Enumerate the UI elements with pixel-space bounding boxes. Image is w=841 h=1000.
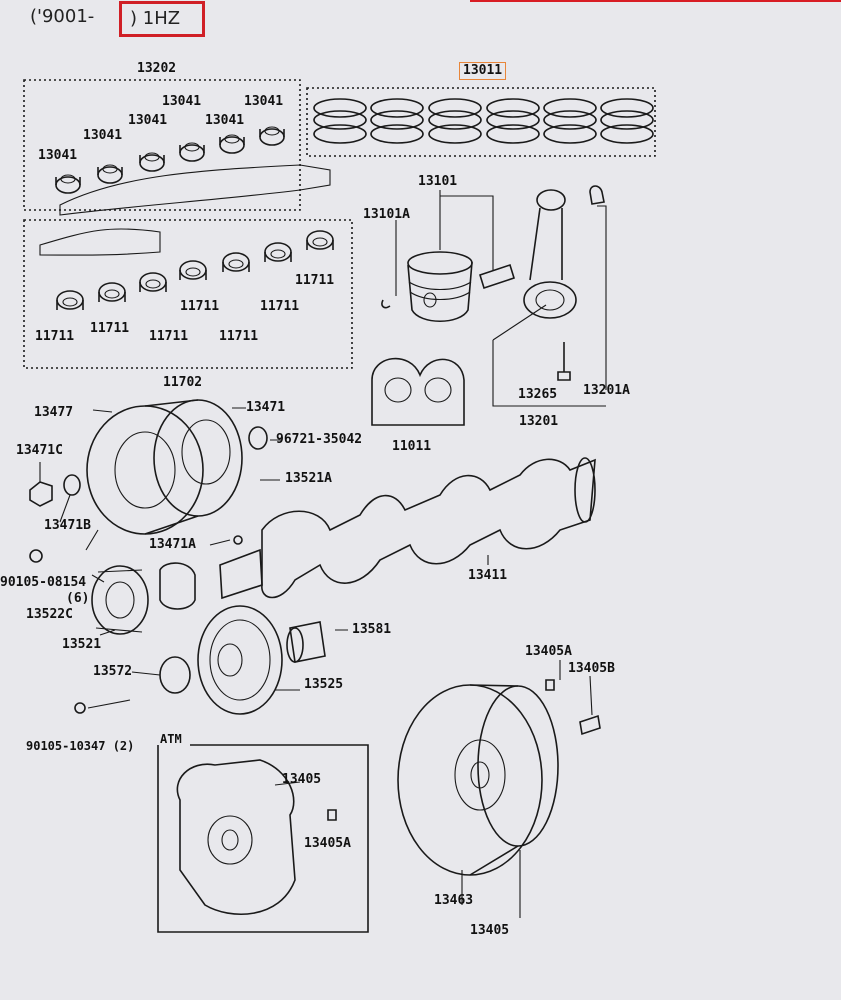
part-label-13101A: 13101A (363, 207, 410, 222)
crank-pulley-drawing (86, 399, 268, 535)
part-label-13202: 13202 (137, 61, 177, 76)
piston-rings (313, 98, 654, 144)
part-label-13041-c: 13041 (128, 113, 168, 128)
part-label-11711-f: 11711 (149, 329, 189, 344)
upper-bearings (55, 126, 285, 194)
part-label-13477: 13477 (34, 405, 74, 420)
part-label-13041-a: 13041 (162, 94, 202, 109)
flywheel-drawing (397, 679, 601, 876)
part-label-11711-c: 11711 (260, 299, 300, 314)
piston-pin (479, 263, 515, 290)
part-label-11011: 11011 (392, 439, 432, 454)
header-date-range: ('9001- (30, 6, 95, 27)
part-label-13101: 13101 (418, 174, 458, 189)
atm-box (157, 744, 369, 933)
part-label-11711-d: 11711 (90, 321, 130, 336)
part-label-13041-d: 13041 (205, 113, 245, 128)
connecting-rod-drawing (492, 185, 607, 407)
part-label-13405-flywheel: 13405 (470, 923, 510, 938)
part-label-11711-a: 11711 (295, 273, 335, 288)
part-label-13405A-atm: 13405A (304, 836, 351, 851)
part-label-11711-b: 11711 (180, 299, 220, 314)
part-label-96721-35042: 96721-35042 (276, 432, 363, 447)
lower-bearings (56, 230, 334, 310)
part-label-13041-b: 13041 (244, 94, 284, 109)
part-label-13471B: 13471B (44, 518, 91, 533)
piston-ring-set-box (306, 87, 656, 157)
part-label-90105-08154: 90105-08154 (0, 575, 87, 590)
part-label-11702: 11702 (163, 375, 203, 390)
crank-ghost-lower (39, 228, 161, 256)
part-label-13525: 13525 (304, 677, 344, 692)
thrust-washers-drawing (371, 357, 465, 426)
part-label-13201: 13201 (519, 414, 559, 429)
part-label-13405A-top: 13405A (525, 644, 572, 659)
part-label-13463: 13463 (434, 893, 474, 908)
part-label-13521: 13521 (62, 637, 102, 652)
part-label-qty-6: (6) (66, 591, 90, 606)
part-label-13405-atm: 13405 (282, 772, 322, 787)
lower-bearing-set-box (23, 219, 353, 369)
part-label-13522C: 13522C (26, 607, 73, 622)
timing-gears-drawing (91, 562, 326, 715)
label-atm: ATM (160, 732, 182, 746)
part-label-13471C: 13471C (16, 443, 63, 458)
part-label-13041-e: 13041 (83, 128, 123, 143)
piston-drawing (381, 190, 515, 322)
part-label-13521A: 13521A (285, 471, 332, 486)
upper-bearing-set-box (23, 79, 301, 211)
part-label-13201A: 13201A (583, 383, 630, 398)
top-accent-line (470, 0, 841, 2)
seal-ring (248, 426, 268, 450)
part-label-13471A: 13471A (149, 537, 196, 552)
part-label-13572: 13572 (93, 664, 133, 679)
part-label-13011[interactable]: 13011 (459, 62, 507, 80)
part-label-13041-f: 13041 (38, 148, 78, 163)
part-label-13471: 13471 (246, 400, 286, 415)
part-label-11711-e: 11711 (35, 329, 75, 344)
part-label-13581: 13581 (352, 622, 392, 637)
crank-ghost-upper (59, 164, 331, 216)
drive-plate-atm (176, 759, 337, 915)
part-label-13405B: 13405B (568, 661, 615, 676)
crankshaft-drawing (219, 457, 596, 600)
part-label-13411: 13411 (468, 568, 508, 583)
part-label-13265: 13265 (518, 387, 558, 402)
part-label-90105-10347: 90105-10347 (2) (26, 739, 135, 753)
part-label-11711-g: 11711 (219, 329, 259, 344)
header-model-highlight: ) 1HZ (119, 1, 205, 37)
